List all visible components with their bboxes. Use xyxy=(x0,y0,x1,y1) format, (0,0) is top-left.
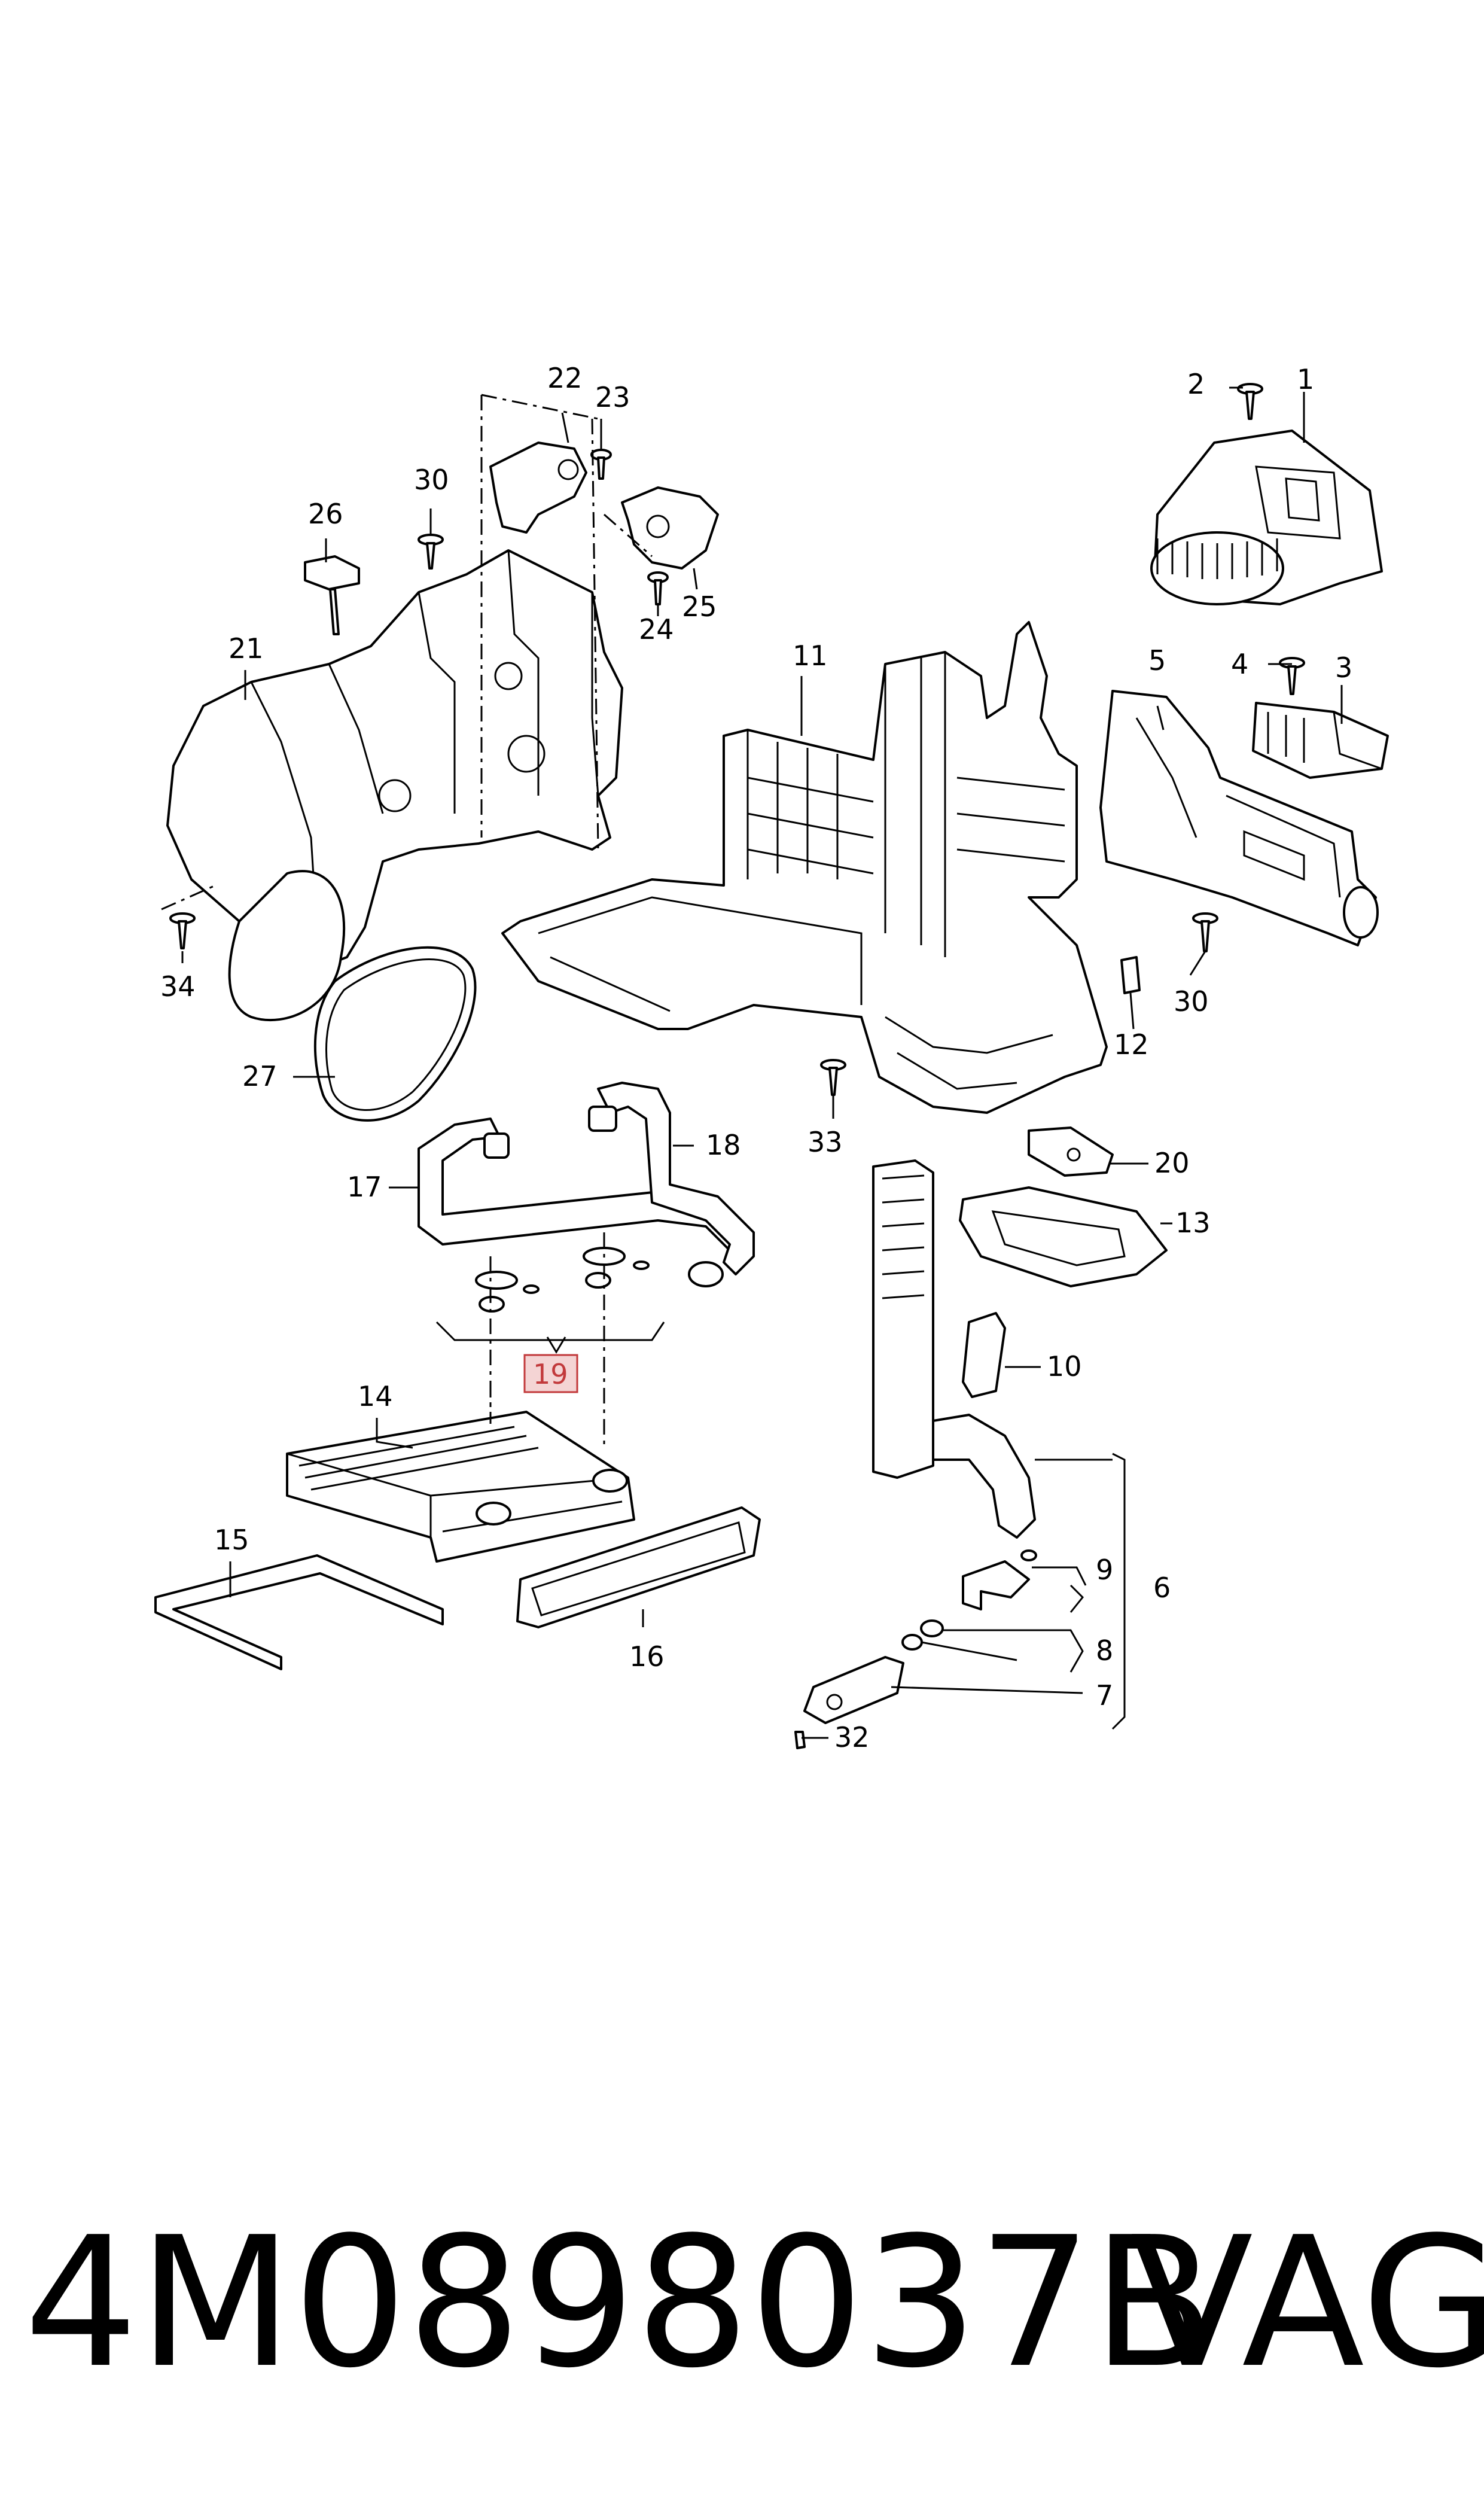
screw-33-part[interactable] xyxy=(820,1059,846,1096)
evaporator-6-part[interactable] xyxy=(872,1159,1036,1539)
screw-24-part[interactable] xyxy=(647,571,669,605)
sensor-26-part[interactable] xyxy=(304,555,360,635)
seal-20-part[interactable] xyxy=(1028,1126,1114,1177)
retainer-9-part[interactable] xyxy=(962,1549,1037,1610)
screw-30a-part[interactable] xyxy=(418,534,444,570)
callout-34[interactable]: 34 xyxy=(160,970,196,1003)
actuator-25-part[interactable] xyxy=(621,486,719,570)
callout-23[interactable]: 23 xyxy=(595,381,630,413)
callout-19-box xyxy=(523,1354,578,1393)
callout-12[interactable]: 12 xyxy=(1114,1028,1149,1061)
callout-16[interactable]: 16 xyxy=(629,1640,665,1673)
screw-4-part[interactable] xyxy=(1279,657,1305,695)
clamp-set-19-part[interactable] xyxy=(475,1247,650,1313)
callout-21[interactable]: 21 xyxy=(228,632,264,665)
callout-6[interactable]: 6 xyxy=(1153,1572,1171,1604)
callout-30a[interactable]: 30 xyxy=(414,464,449,496)
callout-11[interactable]: 11 xyxy=(793,640,828,672)
screw-34-part[interactable] xyxy=(169,912,196,949)
control-unit-3-part[interactable] xyxy=(1252,702,1389,779)
seal-27-part[interactable] xyxy=(313,946,477,1122)
actuator-22-part[interactable] xyxy=(489,442,587,534)
callout-15[interactable]: 15 xyxy=(214,1524,249,1556)
coolant-pipe-17-part[interactable] xyxy=(418,1118,743,1252)
callout-17[interactable]: 17 xyxy=(347,1171,382,1203)
callout-24[interactable]: 24 xyxy=(639,613,674,646)
heater-core-14-part[interactable] xyxy=(286,1411,635,1563)
callout-25[interactable]: 25 xyxy=(682,590,717,623)
expansion-valve-7-part[interactable] xyxy=(794,1656,904,1749)
heater-housing-11-part[interactable] xyxy=(501,621,1108,1114)
alignment-line xyxy=(480,394,599,850)
callout-26[interactable]: 26 xyxy=(308,498,343,530)
blower-motor-part[interactable] xyxy=(1150,430,1383,605)
callout-19-highlight[interactable]: 19 xyxy=(523,1354,578,1393)
callout-8[interactable]: 8 xyxy=(1096,1634,1113,1667)
callout-18[interactable]: 18 xyxy=(706,1129,741,1161)
callout-27[interactable]: 27 xyxy=(242,1060,278,1092)
coolant-pipe-18-part[interactable] xyxy=(588,1082,755,1287)
air-duct-5-part[interactable] xyxy=(1099,690,1379,946)
bracket-10-part[interactable] xyxy=(962,1312,1006,1398)
screw-30b-part[interactable] xyxy=(1192,912,1218,952)
callout-5[interactable]: 5 xyxy=(1148,644,1166,677)
callout-7[interactable]: 7 xyxy=(1096,1679,1113,1712)
callout-30b[interactable]: 30 xyxy=(1174,985,1209,1018)
screw-2-part[interactable] xyxy=(1237,383,1263,420)
part-number: 4M0898037B xyxy=(24,2199,1215,2407)
callout-20[interactable]: 20 xyxy=(1154,1147,1190,1179)
callout-10[interactable]: 10 xyxy=(1047,1350,1082,1383)
seal-15-part[interactable] xyxy=(154,1554,444,1670)
clip-12-part[interactable] xyxy=(1120,956,1141,994)
seal-16-part[interactable] xyxy=(516,1506,761,1628)
callout-33[interactable]: 33 xyxy=(807,1126,843,1158)
seal-13-part[interactable] xyxy=(959,1186,1168,1287)
callout-22[interactable]: 22 xyxy=(547,362,583,394)
callout-1[interactable]: 1 xyxy=(1297,363,1314,395)
callout-9[interactable]: 9 xyxy=(1096,1554,1113,1586)
callout-14[interactable]: 14 xyxy=(358,1380,393,1412)
callout-32[interactable]: 32 xyxy=(834,1721,870,1753)
alignment-line xyxy=(161,884,492,1424)
brand-label: VAG xyxy=(1130,2199,1484,2407)
leader-lines xyxy=(181,386,1343,1739)
screw-23-part[interactable] xyxy=(590,449,612,480)
callout-19[interactable]: 19 xyxy=(533,1358,568,1390)
callout-2[interactable]: 2 xyxy=(1187,368,1205,400)
callout-3[interactable]: 3 xyxy=(1335,651,1352,684)
distribution-housing-21-part[interactable] xyxy=(166,549,623,1022)
callout-4[interactable]: 4 xyxy=(1231,648,1248,680)
callout-13[interactable]: 13 xyxy=(1175,1207,1211,1239)
